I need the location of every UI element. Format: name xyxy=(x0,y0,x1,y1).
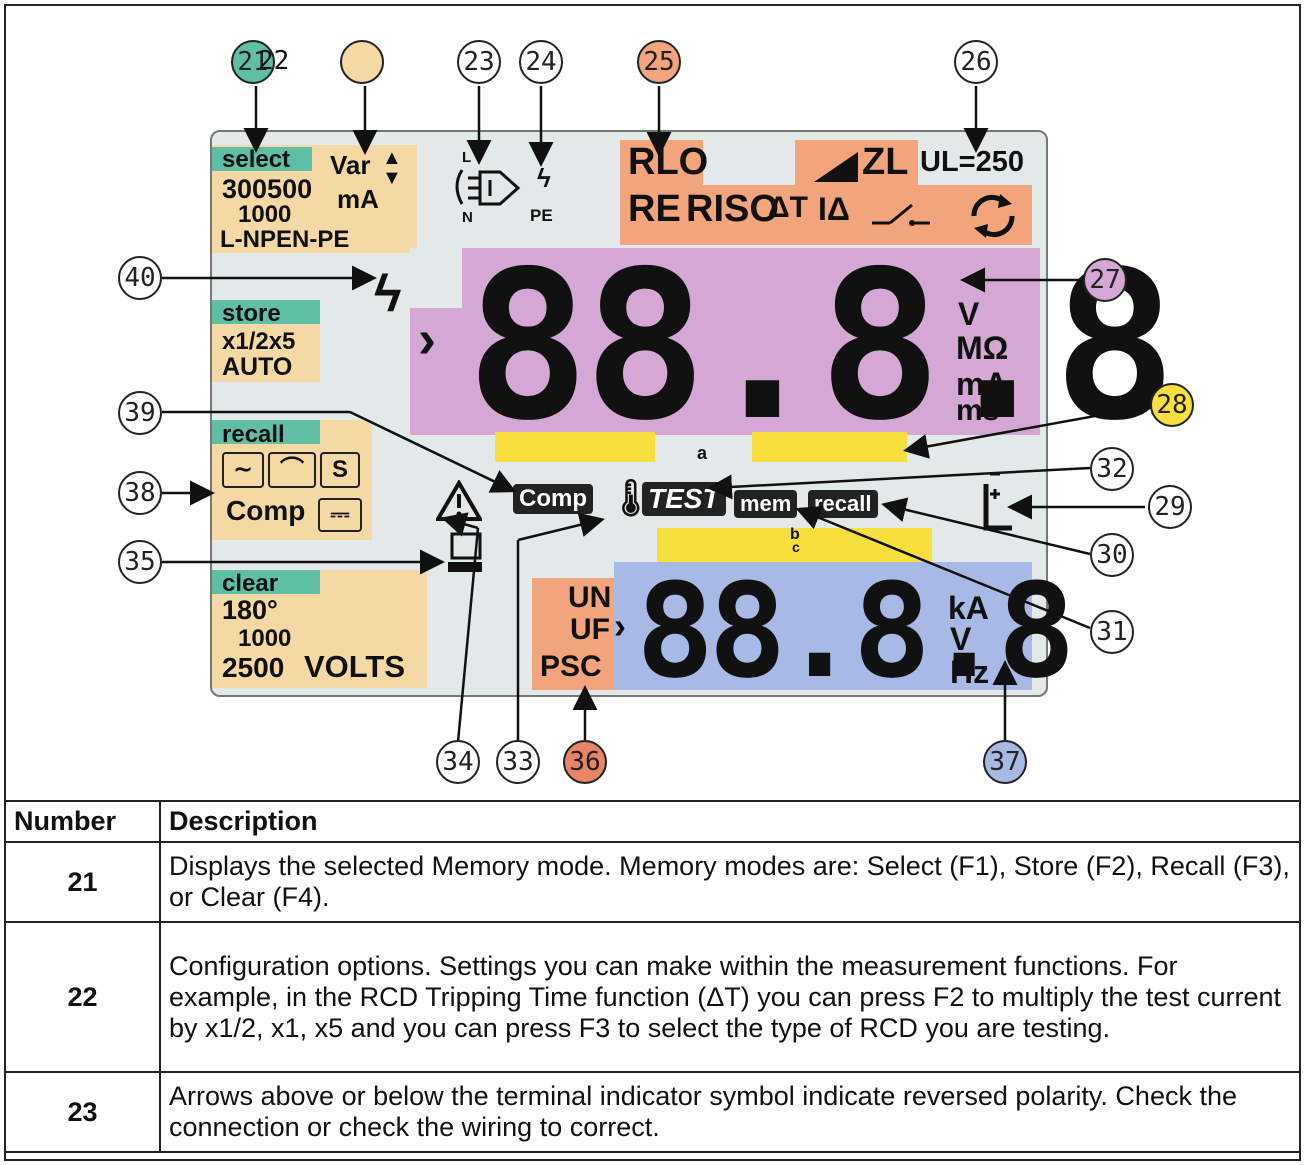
psc-label: PSC xyxy=(540,650,602,683)
unit-ma: mA xyxy=(956,366,1008,402)
recall-tab xyxy=(212,420,320,444)
unit-ka: kA xyxy=(948,590,989,626)
terminal-n: N xyxy=(462,209,473,226)
leader-lines xyxy=(162,86,1151,743)
network-label: L-NPEN-PE xyxy=(220,226,350,253)
i-delta-label: IΔ xyxy=(818,191,850,227)
callout-22-marker xyxy=(340,40,384,84)
row-description: Configuration options. Settings you can … xyxy=(159,921,1301,1073)
delta-t-label: ΔT xyxy=(768,191,808,224)
callout-40: 40 xyxy=(118,256,162,300)
hazard-bolt-icon: ϟ xyxy=(374,265,402,323)
row-number: 21 xyxy=(4,841,161,923)
unit-ms: ms xyxy=(956,394,1000,427)
table-row: 21 Displays the selected Memory mode. Me… xyxy=(4,841,1301,923)
var-arrows-icon: ▲▼ xyxy=(382,147,402,189)
rcd-switch-icon xyxy=(872,203,930,226)
s-type-icon: S xyxy=(320,452,360,488)
auto-sequence-icon xyxy=(971,194,1015,238)
callout-32: 32 xyxy=(1090,447,1134,491)
sub-label-panel xyxy=(532,578,622,690)
callout-34: 34 xyxy=(436,740,480,784)
table-row: 22 Configuration options. Settings you c… xyxy=(4,921,1301,1073)
callout-31: 31 xyxy=(1090,610,1134,654)
terminal-plug-icon xyxy=(455,169,521,206)
pe-bolt-icon: ϟ xyxy=(537,163,551,193)
callout-26: 26 xyxy=(954,40,998,84)
sub-readout-panel xyxy=(614,562,1032,690)
header-number: Number xyxy=(4,800,161,843)
callout-30: 30 xyxy=(1090,533,1134,577)
table-row: 23 Arrows above or below the terminal in… xyxy=(4,1071,1301,1153)
bargraph-c-label: c xyxy=(792,539,800,555)
un-label: UN xyxy=(568,581,612,614)
diagram-frame xyxy=(4,4,1301,1161)
half-wave-icon: ⌒ xyxy=(268,452,316,488)
ramp-icon xyxy=(814,152,858,182)
callout-23: 23 xyxy=(457,40,501,84)
uf-label: UF xyxy=(570,613,610,646)
ac-wave-icon: ∼ xyxy=(222,452,264,488)
main-greater-than-icon: › xyxy=(418,309,436,369)
re-label: RE xyxy=(628,188,681,230)
riso-label: RISO xyxy=(686,188,779,230)
var-label: Var xyxy=(330,150,371,180)
mem-indicator: mem xyxy=(734,490,798,518)
clear-2500: 2500 xyxy=(222,652,285,683)
callout-22: 22 xyxy=(258,46,290,76)
bargraph-a-label: a xyxy=(697,443,708,463)
callout-24: 24 xyxy=(519,40,563,84)
callout-28: 28 xyxy=(1150,383,1194,427)
function-notch xyxy=(703,140,795,185)
comp-label: Comp xyxy=(226,495,306,526)
row-number: 22 xyxy=(4,921,161,1073)
bargraph-b-label: b xyxy=(790,526,800,543)
unit-hz: Hz xyxy=(950,654,990,690)
clear-volts: VOLTS xyxy=(304,649,406,684)
pe-label: PE xyxy=(530,206,553,225)
row-number: 23 xyxy=(4,1071,161,1153)
callout-39: 39 xyxy=(118,391,162,435)
clear-1000: 1000 xyxy=(238,625,292,652)
description-table: Number Description 21 Displays the selec… xyxy=(4,800,1301,1153)
clear-tab xyxy=(212,570,320,594)
store-multiplier: x1/2x5 xyxy=(222,328,296,355)
callout-21: 21 xyxy=(231,40,275,84)
unit-v-sub: V xyxy=(950,621,972,657)
clear-label: clear xyxy=(222,570,279,597)
bargraph-right xyxy=(752,432,907,462)
callout-35: 35 xyxy=(118,540,162,584)
bargraph-left xyxy=(495,432,655,462)
unit-mohm: MΩ xyxy=(956,330,1009,366)
callout-38: 38 xyxy=(118,471,162,515)
store-tab xyxy=(212,300,320,324)
recall-label: recall xyxy=(222,421,285,448)
callout-36: 36 xyxy=(563,740,607,784)
store-label: store xyxy=(222,300,281,327)
range-300-500: 300500 xyxy=(222,174,313,204)
row-description: Arrows above or below the terminal indic… xyxy=(159,1071,1301,1153)
callout-37: 37 xyxy=(983,740,1027,784)
unit-v: V xyxy=(958,296,980,332)
main-digits: 88.8.8 xyxy=(466,228,1177,466)
header-description: Description xyxy=(159,800,1301,843)
callout-27: 27 xyxy=(1083,258,1127,302)
table-header-row: Number Description xyxy=(4,800,1301,843)
zl-label: ZL xyxy=(862,141,909,183)
store-auto: AUTO xyxy=(222,353,293,381)
dc-symbol-icon: ⎓ xyxy=(318,498,362,532)
comp-indicator: Comp xyxy=(513,484,593,514)
callout-33: 33 xyxy=(496,740,540,784)
main-readout-panel xyxy=(410,248,1040,435)
main-notch xyxy=(410,248,462,308)
callout-25: 25 xyxy=(637,40,681,84)
callout-29: 29 xyxy=(1148,485,1192,529)
clear-180: 180° xyxy=(222,595,278,625)
var-unit: mA xyxy=(337,184,379,214)
range-1000: 1000 xyxy=(238,201,292,228)
row-description: Displays the selected Memory mode. Memor… xyxy=(159,841,1301,923)
bargraph-lower xyxy=(657,528,932,566)
sub-greater-than-icon: › xyxy=(614,605,626,646)
